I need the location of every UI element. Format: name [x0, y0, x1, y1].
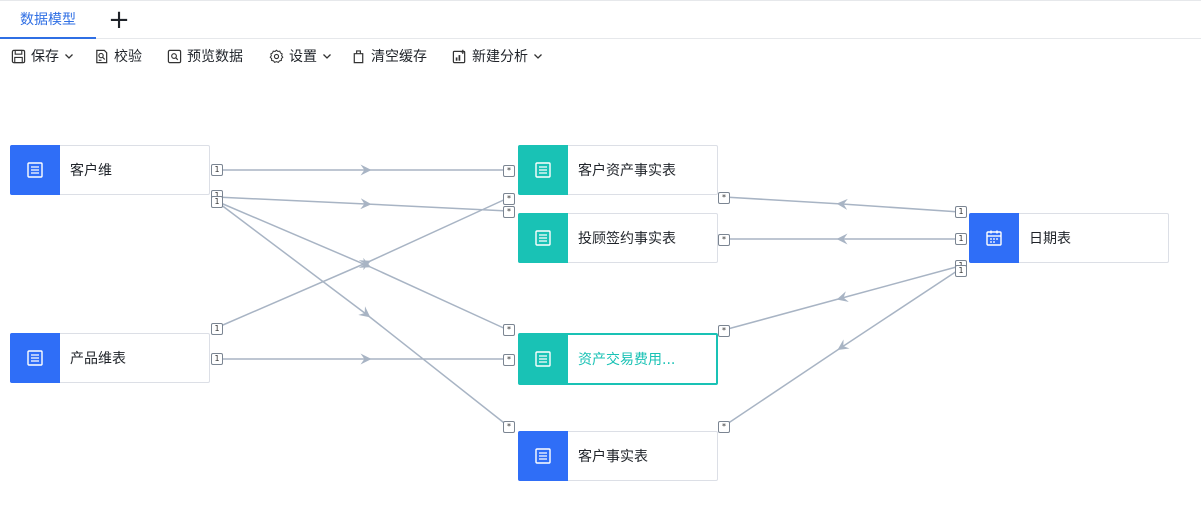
- cardinality-one-badge: 1: [211, 353, 223, 365]
- relations-layer: [215, 164, 961, 427]
- node-label: 客户资产事实表: [578, 163, 676, 179]
- toolbar: 保存 校验 预览数据 设置 清空缓存 新建分析: [0, 40, 1201, 72]
- cardinality-many-badge: *: [503, 354, 515, 366]
- table-icon: [518, 431, 568, 481]
- cardinality-many-badge: *: [503, 421, 515, 433]
- save-button[interactable]: 保存: [11, 40, 74, 72]
- node-label: 客户事实表: [578, 449, 648, 465]
- table-icon: [518, 145, 568, 195]
- clear-cache-label: 清空缓存: [371, 49, 427, 65]
- node-fee-fact[interactable]: 资产交易费用...: [518, 333, 718, 385]
- node-customer-fact[interactable]: 客户事实表: [518, 431, 718, 481]
- cardinality-one-badge: 1: [955, 265, 967, 277]
- add-tab-button[interactable]: +: [108, 5, 130, 35]
- gear-icon: [269, 49, 284, 63]
- tab-data-model[interactable]: 数据模型: [0, 1, 96, 39]
- relation-line[interactable]: [723, 268, 961, 427]
- cardinality-one-badge: 1: [955, 233, 967, 245]
- preview-data-label: 预览数据: [187, 49, 243, 65]
- cardinality-many-badge: *: [718, 421, 730, 433]
- chevron-down-icon: [534, 54, 542, 59]
- relation-line[interactable]: [723, 196, 961, 213]
- cardinality-one-badge: 1: [211, 164, 223, 176]
- node-product-dim[interactable]: 产品维表: [10, 333, 210, 383]
- relation-line[interactable]: [215, 200, 509, 427]
- settings-button[interactable]: 设置: [269, 40, 332, 72]
- node-label: 投顾签约事实表: [578, 231, 676, 247]
- cardinality-one-badge: 1: [955, 206, 967, 218]
- cardinality-many-badge: *: [718, 325, 730, 337]
- node-asset-fact[interactable]: 客户资产事实表: [518, 145, 718, 195]
- preview-data-button[interactable]: 预览数据: [167, 40, 243, 72]
- validate-icon: [96, 49, 108, 63]
- model-canvas[interactable]: 客户维 产品维表 客户资产事实表 投顾签约事实表 资产交易费用... 客户事实表: [0, 72, 1201, 525]
- save-icon: [11, 49, 26, 63]
- relation-line[interactable]: [215, 196, 509, 212]
- save-label: 保存: [31, 49, 59, 65]
- table-icon: [518, 334, 568, 384]
- preview-icon: [167, 49, 182, 63]
- node-customer-dim[interactable]: 客户维: [10, 145, 210, 195]
- node-label: 日期表: [1029, 231, 1071, 247]
- node-label: 产品维表: [70, 351, 126, 367]
- clear-cache-button[interactable]: 清空缓存: [351, 40, 427, 72]
- new-analysis-label: 新建分析: [472, 49, 528, 65]
- tab-bar: 数据模型 +: [0, 0, 1201, 39]
- cardinality-many-badge: *: [718, 192, 730, 204]
- cardinality-many-badge: *: [503, 324, 515, 336]
- cardinality-many-badge: *: [503, 165, 515, 177]
- chevron-down-icon: [323, 54, 331, 59]
- calendar-icon: [969, 213, 1019, 263]
- node-label: 客户维: [70, 163, 112, 179]
- node-date-table[interactable]: 日期表: [969, 213, 1169, 263]
- table-icon: [10, 145, 60, 195]
- relation-line[interactable]: [215, 197, 509, 329]
- validate-button[interactable]: 校验: [94, 40, 142, 72]
- new-analysis-button[interactable]: 新建分析: [452, 40, 543, 72]
- settings-label: 设置: [289, 49, 317, 65]
- validate-label: 校验: [114, 49, 142, 65]
- cardinality-one-badge: 1: [211, 196, 223, 208]
- cardinality-many-badge: *: [503, 193, 515, 205]
- cardinality-many-badge: *: [718, 234, 730, 246]
- clear-cache-icon: [353, 49, 364, 63]
- cardinality-many-badge: *: [503, 206, 515, 218]
- chevron-down-icon: [65, 54, 73, 59]
- node-label: 资产交易费用...: [578, 352, 676, 368]
- relation-line[interactable]: [723, 265, 961, 331]
- table-icon: [10, 333, 60, 383]
- cardinality-one-badge: 1: [211, 323, 223, 335]
- new-analysis-icon: [452, 49, 466, 63]
- node-advisory-fact[interactable]: 投顾签约事实表: [518, 213, 718, 263]
- table-icon: [518, 213, 568, 263]
